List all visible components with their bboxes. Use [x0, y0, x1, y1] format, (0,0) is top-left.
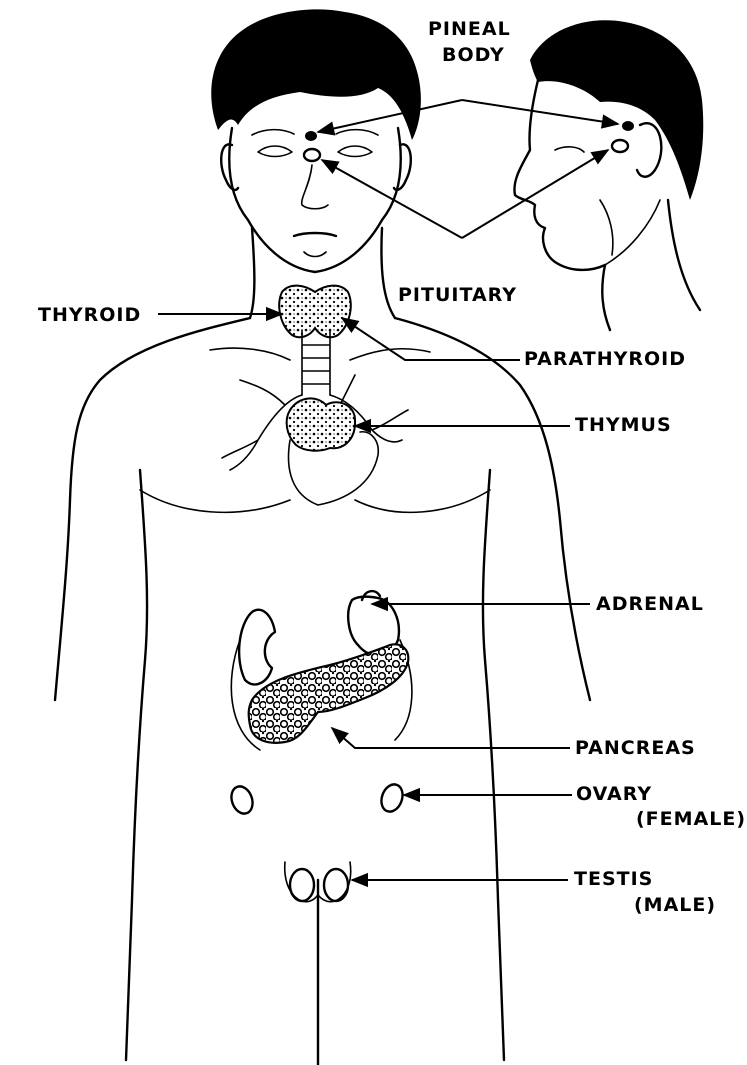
testis-left: [290, 869, 314, 901]
neck-left: [250, 228, 254, 318]
torso-right-side: [483, 470, 504, 1060]
side-jaw: [605, 200, 660, 265]
label-thyroid: THYROID: [38, 304, 141, 326]
pineal-gland-front: [305, 131, 317, 141]
side-ear: [637, 123, 661, 177]
shoulder-left: [55, 318, 250, 700]
ovary-left: [228, 783, 256, 816]
kidney-left: [239, 610, 275, 685]
trachea: [302, 330, 330, 395]
thyroid-gland: [279, 286, 351, 338]
torso: [55, 228, 590, 1065]
glands: [222, 286, 412, 902]
side-head: [514, 20, 703, 330]
label-ovary-line2: (FEMALE): [636, 808, 746, 830]
label-pituitary: PITUITARY: [398, 284, 517, 306]
side-neck: [602, 200, 700, 330]
label-pineal-line1: PINEAL: [428, 18, 511, 40]
chin: [304, 252, 326, 257]
label-testis-line2: (MALE): [634, 894, 716, 916]
chest-left: [140, 490, 290, 512]
pointer-pituitary-front: [322, 160, 462, 238]
side-face-outline: [514, 80, 605, 270]
pineal-gland-side: [622, 121, 634, 131]
ovary-right: [378, 781, 406, 814]
pointer-lines: [158, 100, 618, 880]
left-brow: [252, 130, 294, 135]
front-hair: [211, 9, 421, 140]
label-pancreas: PANCREAS: [575, 737, 696, 759]
front-head: [211, 9, 421, 272]
pointer-pancreas: [332, 728, 570, 748]
shoulder-right: [395, 318, 590, 700]
nose: [302, 165, 328, 209]
right-eye: [338, 146, 372, 157]
thymus-gland: [287, 398, 355, 450]
pituitary-gland-side: [612, 140, 628, 152]
mouth: [294, 233, 336, 236]
label-thymus: THYMUS: [575, 414, 672, 436]
chest-right: [355, 490, 490, 512]
right-ear: [394, 144, 411, 190]
pointer-pineal-front: [318, 100, 462, 132]
label-testis-line1: TESTIS: [574, 868, 653, 890]
neck-right: [381, 228, 395, 318]
right-brow: [336, 130, 378, 135]
left-eye: [258, 146, 292, 157]
side-cheek: [600, 200, 613, 255]
side-eye: [555, 147, 584, 152]
label-parathyroid: PARATHYROID: [524, 348, 686, 370]
torso-left-side: [126, 470, 147, 1060]
label-adrenal: ADRENAL: [596, 593, 704, 615]
pointer-pineal-side: [462, 100, 618, 124]
side-hair: [530, 20, 703, 200]
label-pineal-line2: BODY: [442, 44, 505, 66]
testis-right: [324, 869, 348, 901]
pancreas-gland: [249, 644, 409, 742]
label-ovary-line1: OVARY: [576, 783, 652, 805]
pituitary-gland-front: [304, 149, 320, 161]
pointer-pituitary-side: [462, 150, 608, 238]
